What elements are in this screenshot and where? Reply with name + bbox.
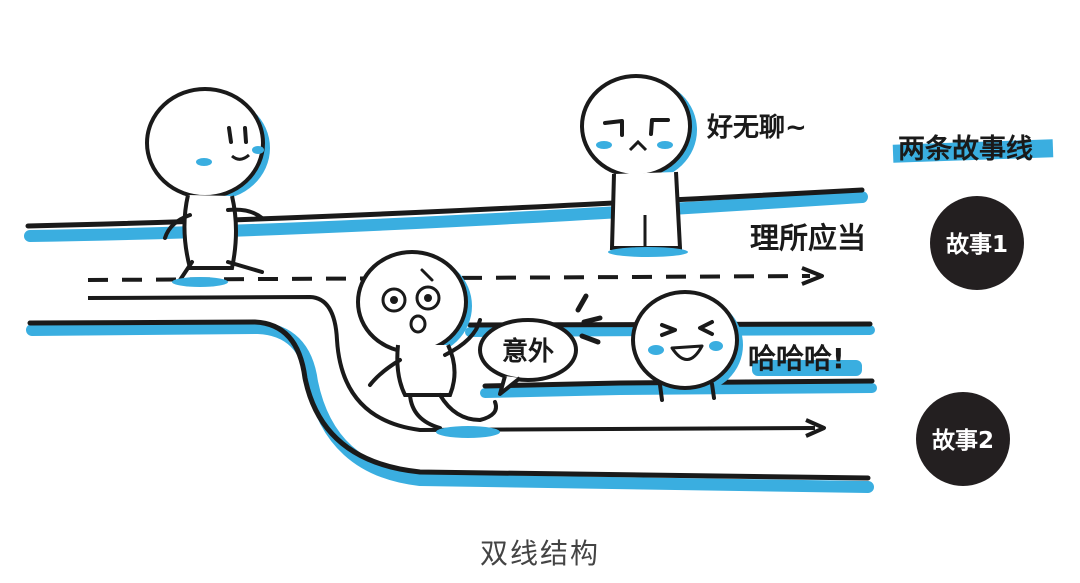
surprise-speech-bubble: 意外 [478,318,578,396]
expected-label: 理所应当 [750,221,866,255]
story2-label: 故事2 [932,428,994,454]
bored-label: 好无聊~ [706,113,807,143]
surprise-label: 意外 [502,336,554,367]
legend-label-group: 两条故事线 [892,134,1054,165]
story2-badge: 故事2 [916,392,1010,486]
laughing-label: 哈哈哈! [748,342,845,375]
walking-figure [145,87,270,287]
outer-curve-edge [26,319,874,493]
story1-badge: 故事1 [930,196,1024,290]
story1-label: 故事1 [946,232,1008,258]
laughing-figure [631,290,743,402]
bored-figure [580,74,697,257]
surprised-figure [356,250,500,438]
figure-caption: 双线结构 [479,537,600,570]
impact-marks [575,293,603,345]
surprise-path-arrow [87,294,826,438]
laughing-label-group: 哈哈哈! [748,342,862,376]
top-road-edge [24,187,868,242]
legend-label: 两条故事线 [898,134,1033,165]
